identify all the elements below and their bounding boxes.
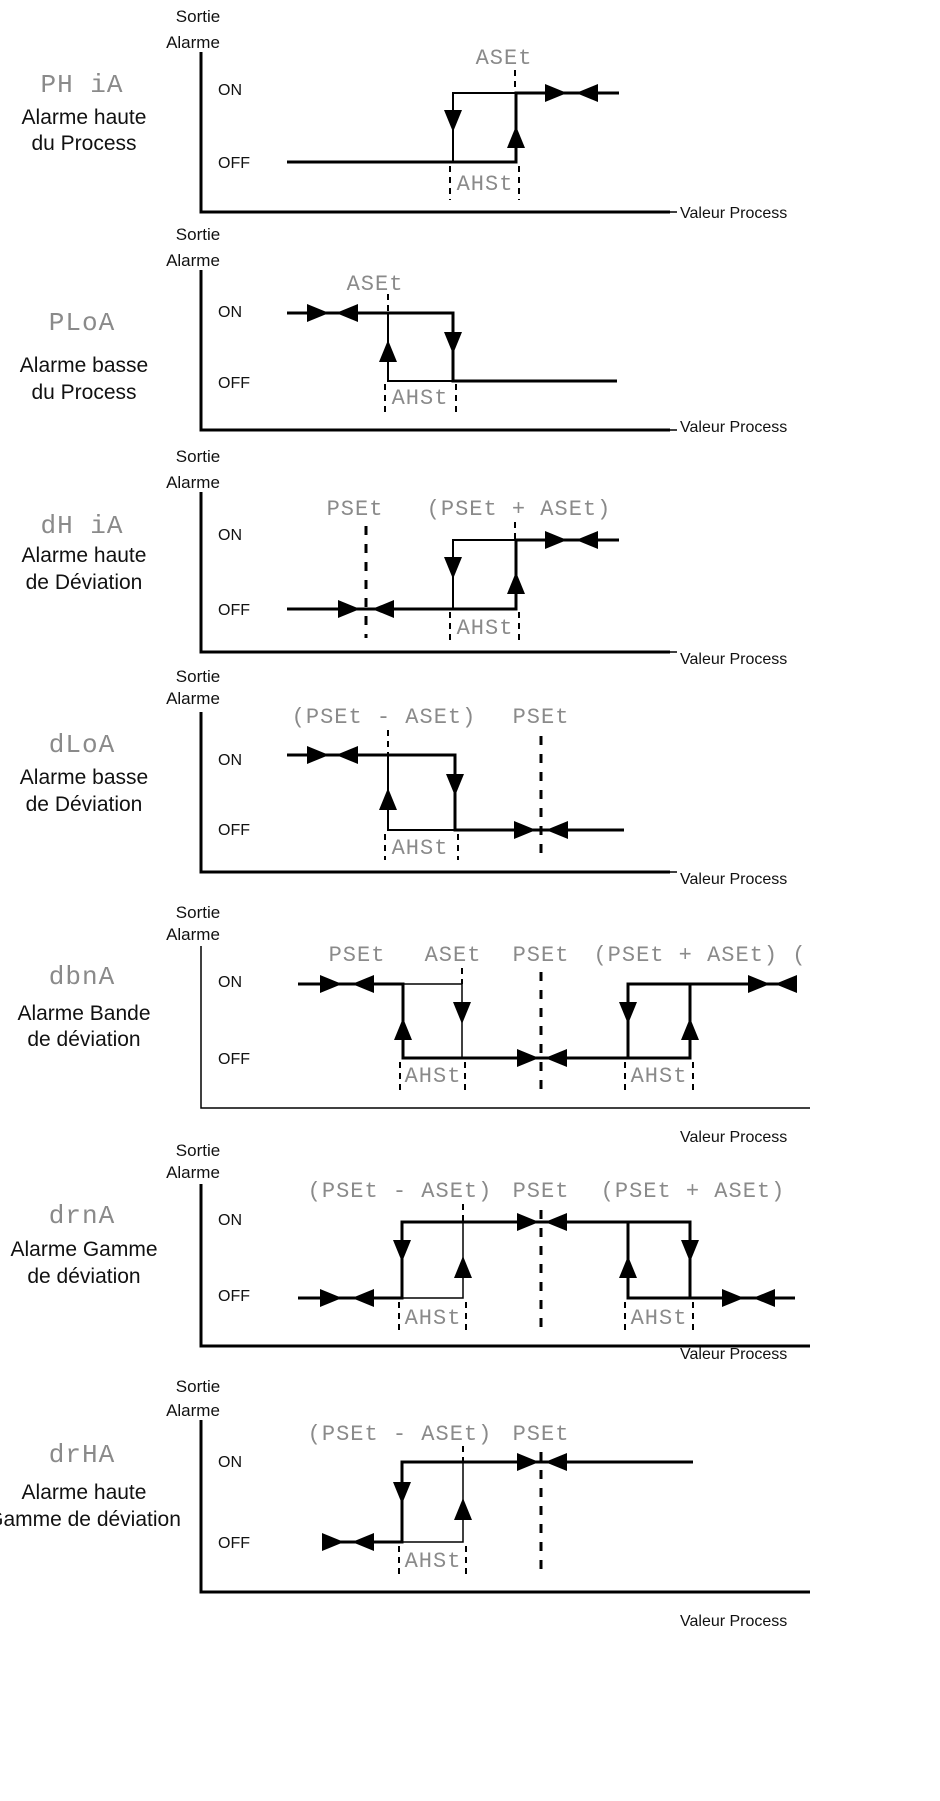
axes [199,52,670,214]
y-axis-label-bottom: Alarme [166,33,220,52]
pset-minus-aset-label: (PSEt - ASEt) [308,1179,493,1204]
panel-title-line1: Alarme Gamme [10,1238,157,1261]
panel-title-line1: Alarme Bande [17,1002,150,1025]
y-axis-label-bottom: Alarme [166,1163,220,1182]
y-axis-label-bottom: Alarme [166,251,220,270]
ahst-label: AHSt [405,1549,462,1574]
axes [200,946,810,1109]
panel-title-line1: Alarme haute [22,1481,147,1504]
x-axis-label: Valeur Process [680,419,787,436]
panel-title-line2: de déviation [27,1265,140,1288]
y-axis-label-top: Sortie [176,447,220,466]
aset-label: ASEt [347,272,404,297]
ahst-label: AHSt [392,836,449,861]
panel-code: drHA [49,1440,115,1470]
y-axis-label-bottom: Alarme [166,1401,220,1420]
ahst-label: AHSt [457,616,514,641]
off-label: OFF [218,1051,250,1068]
x-axis-label: Valeur Process [680,1346,787,1363]
off-label: OFF [218,1288,250,1305]
panel-dh-ia: Sortie Alarme dH iA Alarme haute de Dévi… [22,447,788,668]
y-axis-label-top: Sortie [176,1141,220,1160]
panel-title-line2: de déviation [27,1028,140,1051]
off-label: OFF [218,822,250,839]
y-axis-label-top: Sortie [176,667,220,686]
axes [199,270,670,432]
axes [199,712,670,874]
panel-ploa: Sortie Alarme PLoA Alarme basse du Proce… [20,225,788,436]
panel-title-line2: de Déviation [26,793,143,816]
panel-title-line2: du Process [31,381,136,404]
ahst-label-left: AHSt [405,1306,462,1331]
x-axis-label: Valeur Process [680,651,787,668]
panel-code: drnA [49,1201,115,1231]
ahst-label: AHSt [457,172,514,197]
pset-minus-aset-label: (PSEt - ASEt) [292,705,477,730]
x-axis-label: Valeur Process [680,1613,787,1630]
off-label: OFF [218,602,250,619]
panel-dbna: Sortie Alarme dbnA Alarme Bande de dévia… [17,903,810,1146]
ahst-label-right: AHSt [631,1306,688,1331]
pset-label-center: PSEt [513,943,570,968]
pset-plus-aset-label: (PSEt + ASEt) [427,497,612,522]
x-axis-label: Valeur Process [680,1129,787,1146]
panel-code: dbnA [49,962,115,992]
pset-plus-aset-label: (PSEt + ASEt) ( [593,943,806,968]
y-axis-label-bottom: Alarme [166,473,220,492]
off-label: OFF [218,375,250,392]
panel-drha: Sortie Alarme drHA Alarme haute Gamme de… [0,1377,810,1630]
pset-label: PSEt [513,705,570,730]
panel-title-line2: Gamme de déviation [0,1508,181,1531]
on-label: ON [218,752,242,769]
off-label: OFF [218,155,250,172]
x-axis-label: Valeur Process [680,205,787,222]
pset-label: PSEt [327,497,384,522]
panel-title-line1: Alarme haute [22,106,147,129]
ahst-label: AHSt [392,386,449,411]
on-label: ON [218,82,242,99]
panel-dloa: Sortie Alarme dLoA Alarme basse de Dévia… [20,667,788,888]
y-axis-label-bottom: Alarme [166,925,220,944]
panel-code: PLoA [49,308,115,338]
off-label: OFF [218,1535,250,1552]
axes [199,1184,810,1348]
panel-title-line2: de Déviation [26,571,143,594]
y-axis-label-top: Sortie [176,903,220,922]
on-label: ON [218,527,242,544]
on-label: ON [218,974,242,991]
ahst-label-left: AHSt [405,1064,462,1089]
panel-title-line2: du Process [31,132,136,155]
panel-ph-ia: Sortie Alarme PH iA Alarme haute du Proc… [22,7,788,222]
panel-drna: Sortie Alarme drnA Alarme Gamme de dévia… [10,1141,810,1363]
axes [199,1420,810,1594]
panel-title-line1: Alarme basse [20,354,148,377]
aset-label: ASEt [425,943,482,968]
x-axis-label: Valeur Process [680,871,787,888]
y-axis-label-top: Sortie [176,7,220,26]
panel-title-line1: Alarme haute [22,544,147,567]
on-label: ON [218,1212,242,1229]
panel-title-line1: Alarme basse [20,766,148,789]
on-label: ON [218,1454,242,1471]
y-axis-label-top: Sortie [176,225,220,244]
y-axis-label-top: Sortie [176,1377,220,1396]
axes [199,492,670,654]
ahst-label-right: AHSt [631,1064,688,1089]
pset-plus-aset-label: (PSEt + ASEt) [601,1179,786,1204]
aset-label: ASEt [476,46,533,71]
panel-code: PH iA [40,70,123,100]
y-axis-label-bottom: Alarme [166,689,220,708]
panel-code: dH iA [40,511,123,541]
pset-minus-aset-label: (PSEt - ASEt) [308,1422,493,1447]
pset-label: PSEt [513,1179,570,1204]
pset-label-left: PSEt [329,943,386,968]
panel-code: dLoA [49,730,115,760]
pset-label: PSEt [513,1422,570,1447]
on-label: ON [218,304,242,321]
